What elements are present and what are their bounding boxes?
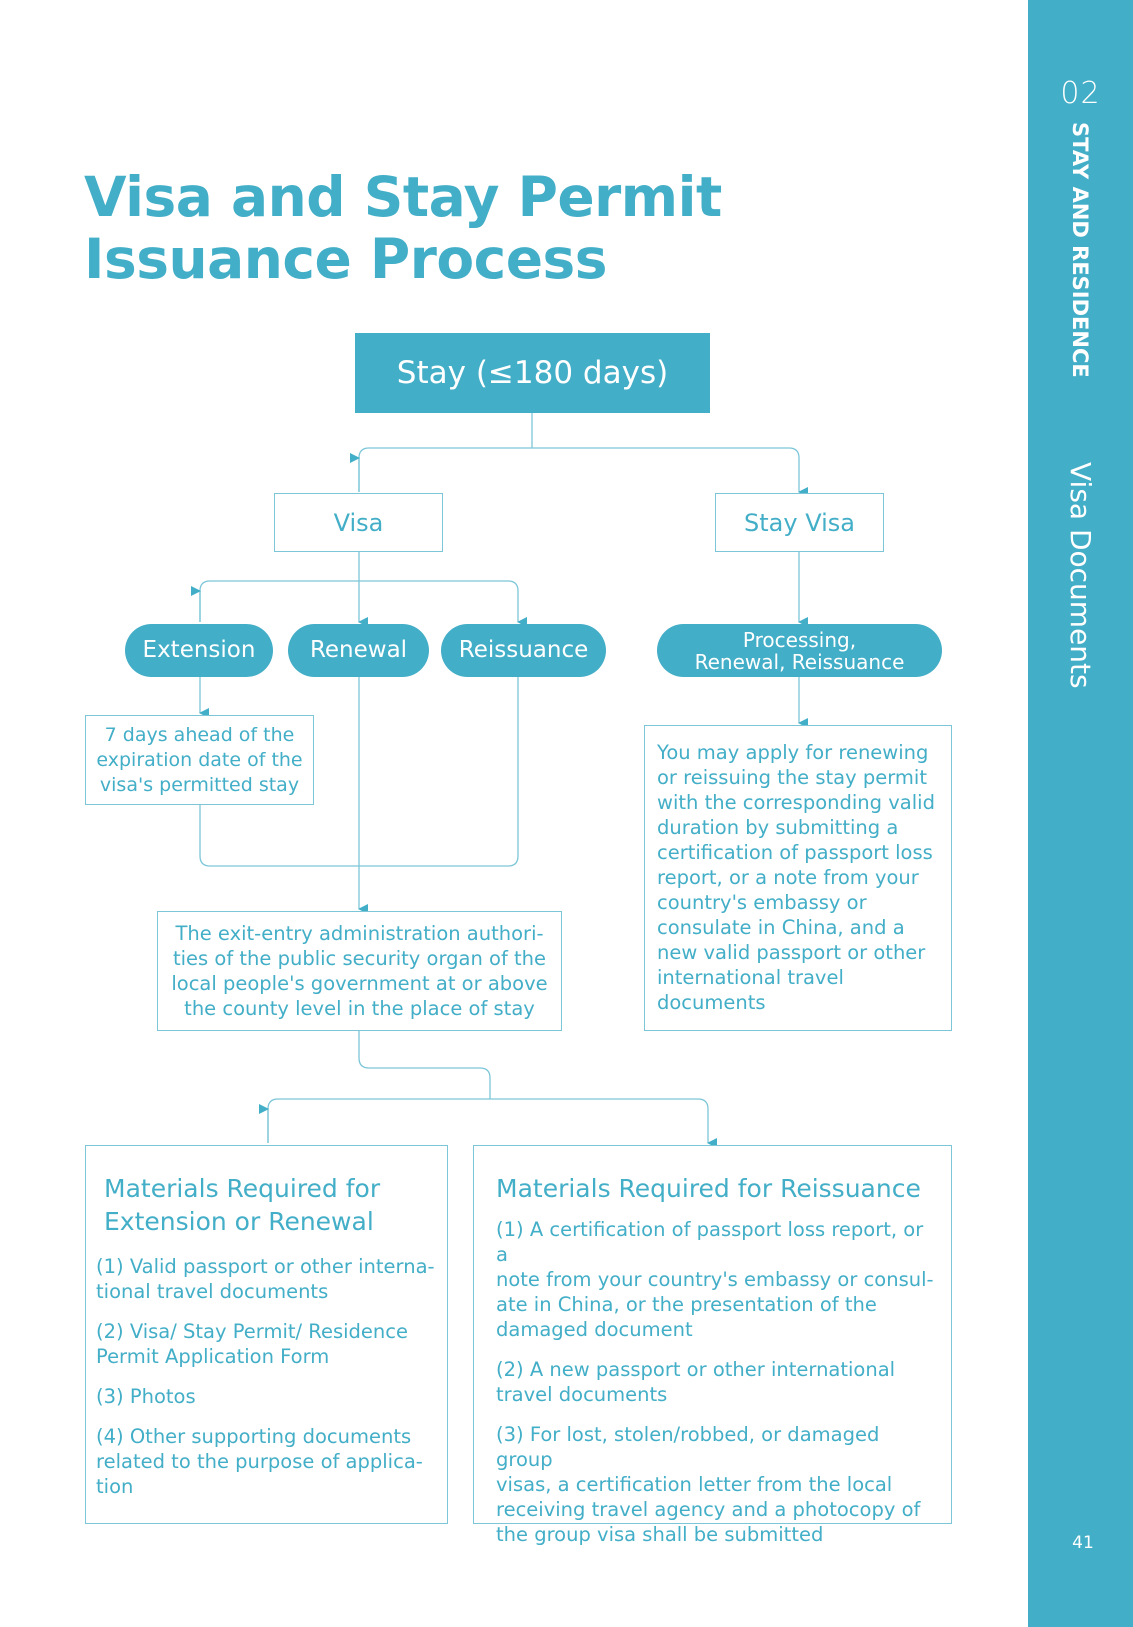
stay-root-box: Stay (≤180 days): [355, 333, 710, 413]
stay-visa-note-line: or reissuing the stay permit: [657, 766, 927, 789]
item-line: (1) A certification of passport loss rep…: [496, 1218, 924, 1266]
stay-visa-note-line: international travel: [657, 966, 844, 989]
chapter-label: Visa Documents: [1064, 462, 1097, 689]
extension-note-box: 7 days ahead of the expiration date of t…: [85, 715, 314, 805]
materials-extension-heading: Materials Required for Extension or Rene…: [96, 1172, 437, 1238]
item-line: (4) Other supporting documents: [96, 1425, 412, 1448]
stay-visa-note-line: documents: [657, 991, 766, 1014]
extension-pill: Extension: [125, 624, 273, 677]
stay-visa-note-line: consulate in China, and a: [657, 916, 905, 939]
stay-visa-note-line: certification of passport loss: [657, 841, 933, 864]
page-number: 41: [1072, 1533, 1094, 1553]
item-line: related to the purpose of applica-: [96, 1450, 423, 1473]
sidebar: [1028, 0, 1133, 1627]
extension-note-line: visa's permitted stay: [99, 773, 300, 796]
stay-visa-note-line: You may apply for renewing: [657, 741, 929, 764]
item-line: visas, a certification letter from the l…: [496, 1473, 893, 1496]
renewal-pill: Renewal: [288, 624, 429, 677]
item-line: (3) Photos: [96, 1385, 196, 1408]
materials-item: (3) Photos: [96, 1384, 437, 1409]
stay-visa-note-line: duration by submitting a: [657, 816, 899, 839]
page-title: Visa and Stay Permit Issuance Process: [84, 166, 844, 290]
authority-line: local people's government at or above: [171, 972, 548, 995]
extension-label: Extension: [142, 637, 256, 663]
heading-line: Materials Required for Reissuance: [496, 1174, 921, 1203]
materials-item: (2) Visa/ Stay Permit/ Residence Permit …: [96, 1319, 437, 1369]
visa-label: Visa: [333, 508, 384, 537]
item-line: ate in China, or the presentation of the: [496, 1293, 877, 1316]
extension-note-line: 7 days ahead of the: [104, 723, 295, 746]
stay-visa-note-line: report, or a note from your: [657, 866, 919, 889]
reissuance-pill: Reissuance: [441, 624, 606, 677]
item-line: the group visa shall be submitted: [496, 1523, 824, 1546]
stay-visa-note-line: with the corresponding valid: [657, 791, 935, 814]
item-line: tional travel documents: [96, 1280, 329, 1303]
authority-line: The exit-entry administration authori-: [175, 922, 544, 945]
page-title-line2: Issuance Process: [84, 227, 608, 291]
section-label: STAY AND RESIDENCE: [1068, 122, 1092, 378]
materials-reissuance-heading: Materials Required for Reissuance: [496, 1172, 941, 1205]
materials-item: (1) A certification of passport loss rep…: [496, 1217, 941, 1342]
chapter-number: 02: [1060, 76, 1101, 111]
item-line: damaged document: [496, 1318, 693, 1341]
item-line: travel documents: [496, 1383, 668, 1406]
materials-extension-box: Materials Required for Extension or Rene…: [85, 1145, 448, 1524]
stay-visa-note-line: country's embassy or: [657, 891, 867, 914]
renewal-label: Renewal: [309, 637, 408, 663]
materials-item: (3) For lost, stolen/robbed, or damaged …: [496, 1422, 941, 1547]
item-line: (1) Valid passport or other interna-: [96, 1255, 435, 1278]
heading-line: Extension or Renewal: [104, 1207, 374, 1236]
item-line: tion: [96, 1475, 134, 1498]
reissuance-label: Reissuance: [458, 637, 589, 663]
item-line: Permit Application Form: [96, 1345, 330, 1368]
heading-line: Materials Required for: [104, 1174, 381, 1203]
authority-box: The exit-entry administration authori- t…: [157, 911, 562, 1031]
materials-item: (1) Valid passport or other interna- tio…: [96, 1254, 437, 1304]
stay-visa-note-box: You may apply for renewing or reissuing …: [644, 725, 952, 1031]
item-line: receiving travel agency and a photocopy …: [496, 1498, 921, 1521]
item-line: (2) Visa/ Stay Permit/ Residence: [96, 1320, 408, 1343]
stay-visa-box: Stay Visa: [715, 493, 884, 552]
stay-visa-label: Stay Visa: [744, 508, 855, 537]
visa-box: Visa: [274, 493, 443, 552]
stay-visa-note-line: new valid passport or other: [657, 941, 926, 964]
page-title-line1: Visa and Stay Permit: [84, 165, 722, 229]
processing-pill: Processing, Renewal, Reissuance: [657, 624, 942, 677]
item-line: (2) A new passport or other internationa…: [496, 1358, 896, 1381]
item-line: note from your country's embassy or cons…: [496, 1268, 934, 1291]
processing-label-line1: Processing,: [742, 627, 857, 652]
authority-line: the county level in the place of stay: [184, 997, 535, 1020]
materials-reissuance-box: Materials Required for Reissuance (1) A …: [473, 1145, 952, 1546]
authority-line: ties of the public security organ of the: [172, 947, 547, 970]
materials-item: (4) Other supporting documents related t…: [96, 1424, 437, 1499]
processing-label-line2: Renewal, Reissuance: [694, 649, 905, 674]
extension-note-line: expiration date of the: [96, 748, 303, 771]
materials-item: (2) A new passport or other internationa…: [496, 1357, 941, 1407]
stay-root-label: Stay (≤180 days): [396, 355, 669, 391]
item-line: (3) For lost, stolen/robbed, or damaged …: [496, 1423, 880, 1471]
